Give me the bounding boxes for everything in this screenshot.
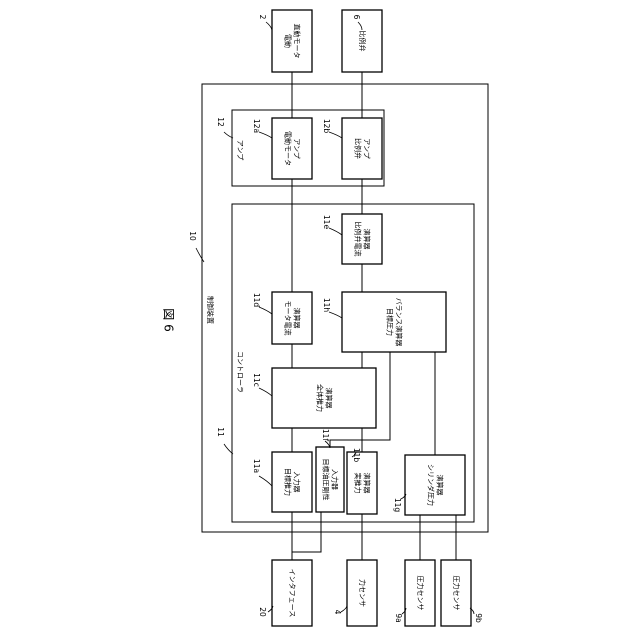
block-label: 目標圧力 xyxy=(386,308,395,336)
blocks: インタフェース 20 力センサ 4 圧力センサ 9a 圧力センサ 9b 電動直動モータ 2 比例弁 6… xyxy=(252,10,483,626)
block-valve-amp: 比例弁アンプ 12b xyxy=(322,118,382,179)
block-cyl-pressure: シリンダ圧力演算器 11g xyxy=(393,455,465,515)
block-label: 実推力 xyxy=(354,473,363,494)
block-label: 比例弁 xyxy=(358,31,367,52)
block-label: 圧力センサ xyxy=(416,576,425,611)
block-valve: 比例弁 6 xyxy=(342,10,382,72)
block-label: バランス演算器 xyxy=(395,298,404,347)
block-label: 目標油圧剛性 xyxy=(322,459,331,501)
amp-label: アンプ xyxy=(236,140,244,161)
block-label: 電動 xyxy=(284,34,293,48)
block-ref-lead xyxy=(329,312,342,318)
block-ref-number: 11d xyxy=(252,293,261,308)
control-device-label: 制御装置 xyxy=(206,296,215,324)
block-target-thrust: 目標推力入力器 11a xyxy=(252,452,312,512)
block-label: インタフェース xyxy=(288,569,297,618)
block-ref-lead xyxy=(329,132,342,138)
block-ref-lead xyxy=(259,307,272,314)
block-label: 演算器 xyxy=(436,475,445,496)
block-ref-lead xyxy=(259,476,272,486)
block-ref-lead xyxy=(259,132,272,138)
block-label: 入力器 xyxy=(331,469,340,490)
figure-title: 図 6 xyxy=(162,308,176,331)
block-actual-thrust: 実推力演算器 11b xyxy=(347,448,377,514)
control-device-ref-lead xyxy=(196,248,204,262)
block-motor-amp: 電動モータアンプ 12a xyxy=(252,118,312,179)
block-label: 演算器 xyxy=(325,388,334,409)
block-ref-number: 11e xyxy=(322,215,331,230)
block-interface: インタフェース 20 xyxy=(258,560,312,626)
block-pressure-a: 圧力センサ 9a xyxy=(394,560,435,626)
block-label: 力センサ xyxy=(358,579,367,607)
block-ref-number: 11c xyxy=(252,373,261,387)
block-label: 比例弁 xyxy=(354,138,363,159)
block-label: 圧力センサ xyxy=(452,576,461,611)
block-motor: 電動直動モータ 2 xyxy=(258,10,312,72)
block-label: 比例弁電流 xyxy=(354,222,363,257)
block-ref-number: 12a xyxy=(252,119,261,133)
block-ref-lead xyxy=(259,388,272,396)
block-label: アンプ xyxy=(363,138,371,159)
block-label: 目標推力 xyxy=(284,468,293,496)
block-ref-number: 11h xyxy=(322,298,331,313)
block-ref-number: 12b xyxy=(322,119,331,134)
block-ref-lead xyxy=(266,22,272,30)
block-total-thrust: 全体推力演算器 11c xyxy=(252,368,376,428)
block-motor-current: モータ電流演算器 11d xyxy=(252,292,312,344)
block-label: アンプ xyxy=(293,138,301,159)
block-label: 演算器 xyxy=(293,308,302,329)
block-label: シリンダ圧力 xyxy=(427,464,436,506)
amp-ref: 12 xyxy=(216,117,225,127)
block-label: 入力器 xyxy=(293,472,302,493)
block-ref-number: 9b xyxy=(474,613,483,623)
block-ref-number: 11b xyxy=(352,448,361,463)
block-label: 電動モータ xyxy=(284,131,293,166)
block-force-sensor: 力センサ 4 xyxy=(333,560,377,626)
block-ref-number: 20 xyxy=(258,607,267,617)
controller-label: コントローラ xyxy=(236,351,244,393)
block-ref-number: 9a xyxy=(394,613,403,622)
block-label: 全体推力 xyxy=(316,384,325,412)
block-ref-number: 6 xyxy=(352,15,361,20)
control-device-ref: 10 xyxy=(188,231,197,241)
block-pressure-b: 圧力センサ 9b xyxy=(441,560,483,626)
block-ref-number: 4 xyxy=(333,610,342,615)
block-ref-lead xyxy=(329,228,342,235)
block-label: モータ電流 xyxy=(284,301,293,336)
block-label: 直動モータ xyxy=(293,24,302,59)
block-ref-number: 2 xyxy=(258,15,267,20)
block-ref-number: 11a xyxy=(252,459,261,473)
controller-ref: 11 xyxy=(216,427,225,437)
block-valve-current: 比例弁電流演算器 11e xyxy=(322,214,382,264)
block-label: 演算器 xyxy=(363,229,372,250)
block-ref-number: 11g xyxy=(393,498,402,513)
block-label: 演算器 xyxy=(363,473,372,494)
block-ref-number: 11f xyxy=(321,429,330,442)
block-balance: 目標圧力バランス演算器 11h xyxy=(322,292,446,352)
